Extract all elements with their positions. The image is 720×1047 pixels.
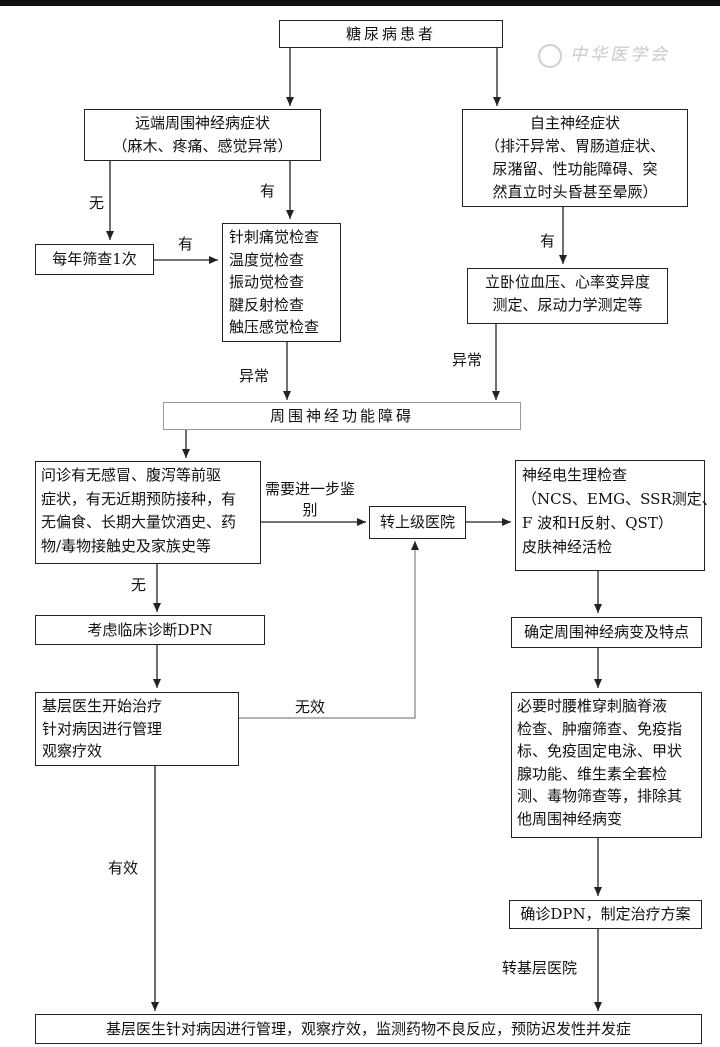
node-sensory-tests: 针刺痛觉检查 温度觉检查 振动觉检查 腱反射检查 触压感觉检查 (222, 223, 341, 342)
top-border (0, 0, 720, 6)
label-abnormal-right: 异常 (452, 351, 483, 369)
node-primary-treatment: 基层医生开始治疗 针对病因进行管理 观察疗效 (35, 692, 239, 766)
label-further-diff: 需要进一步鉴别 (264, 480, 355, 519)
node-history: 问诊有无感冒、腹泻等前驱 症状，有无近期预防接种，有 无偏食、长期大量饮酒史、药… (35, 461, 261, 564)
node-further-tests: 必要时腰椎穿刺脑脊液 检查、肿瘤筛查、免疫指 标、免疫固定电泳、甲状 腺功能、维… (511, 692, 702, 838)
label-yes-distal: 有 (260, 182, 276, 200)
label-yes-autonomic: 有 (540, 232, 556, 250)
label-no-symptoms: 无 (89, 194, 105, 212)
label-no-history: 无 (131, 576, 147, 594)
node-autonomic-tests: 立卧位血压、心率变异度 测定、尿动力学测定等 (467, 268, 668, 324)
label-ineffective: 无效 (295, 698, 326, 716)
node-referral: 转上级医院 (369, 506, 466, 539)
node-annual-screening: 每年筛查1次 (35, 244, 154, 275)
node-patient-text: 糖尿病患者 (345, 25, 436, 43)
node-final: 基层医生针对病因进行管理，观察疗效，监测药物不良反应，预防迟发性并发症 (35, 1014, 702, 1044)
node-electro: 神经电生理检查 （NCS、EMG、SSR测定、 F 波和H反射、QST） 皮肤神… (515, 460, 717, 571)
label-effective: 有效 (108, 859, 139, 877)
edge-treatment-referral (239, 541, 419, 719)
node-confirm-dpn: 确诊DPN，制定治疗方案 (509, 900, 702, 929)
node-confirm-lesion: 确定周围神经病变及特点 (511, 617, 702, 648)
node-dysfunction: 周围神经功能障碍 (163, 402, 521, 430)
label-abnormal-left: 异常 (239, 367, 270, 385)
node-clinical-dpn: 考虑临床诊断DPN (35, 615, 265, 645)
node-distal-symptoms: 远端周围神经病症状 （麻木、疼痛、感觉异常） (84, 109, 321, 161)
label-to-primary: 转基层医院 (502, 959, 578, 977)
node-autonomic-symptoms: 自主神经症状 （排汗异常、胃肠道症状、 尿潴留、性功能障碍、突 然直立时头昏甚至… (462, 109, 688, 207)
node-patient: 糖尿病患者 (279, 20, 503, 48)
watermark-logo: 中华医学会 (538, 40, 670, 68)
seal-icon (538, 43, 562, 68)
label-yes-screening: 有 (178, 235, 194, 253)
